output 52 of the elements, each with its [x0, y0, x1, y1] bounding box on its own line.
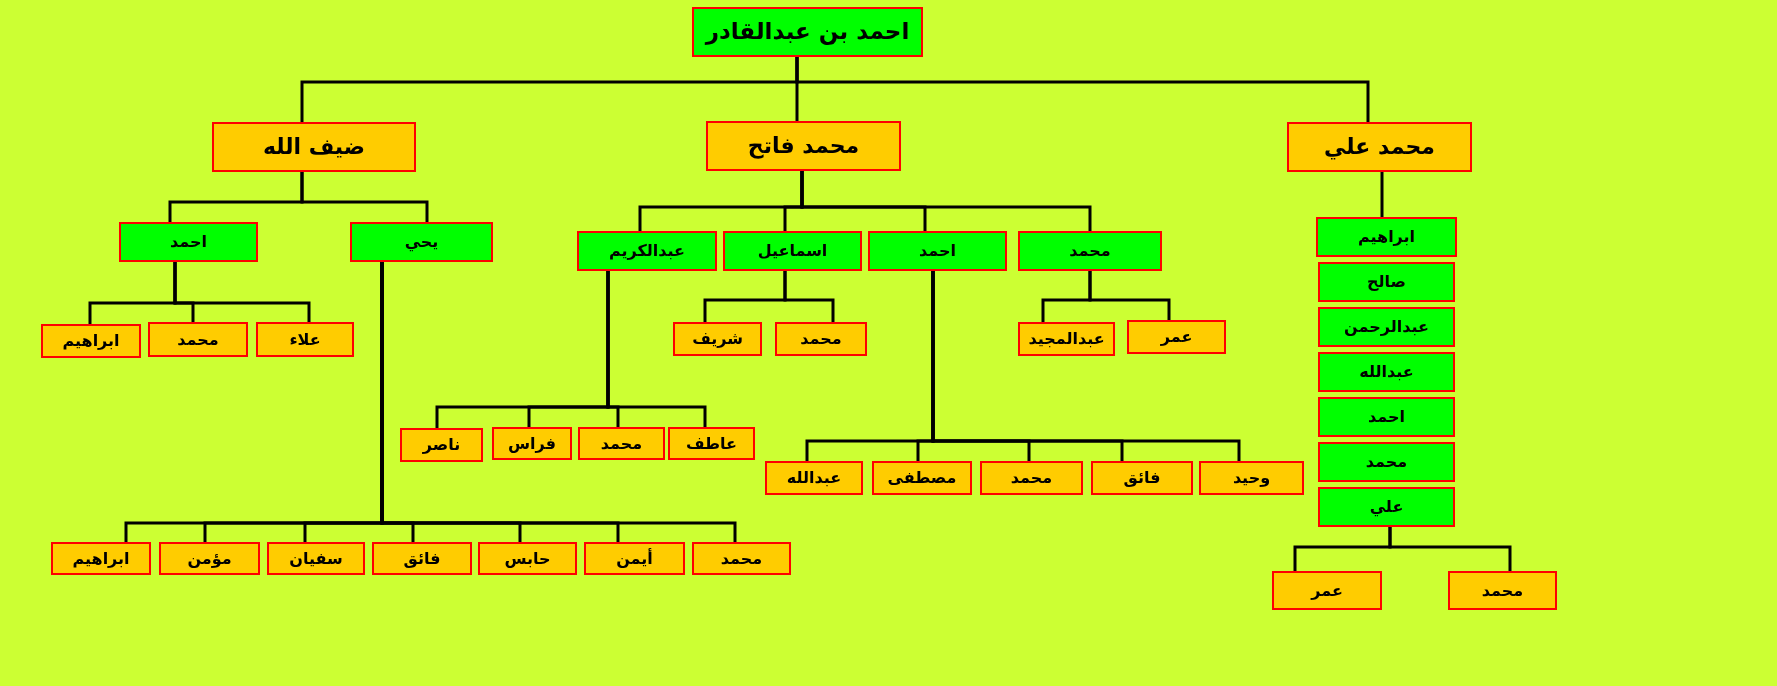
name-box: محمد فاتح	[706, 121, 901, 171]
name-box: فائق	[1091, 461, 1193, 495]
name-box: محمد	[1018, 231, 1162, 271]
name-box: عبدالله	[1318, 352, 1455, 392]
name-box: عاطف	[668, 427, 755, 460]
name-box: ضيف الله	[212, 122, 416, 172]
name-box: محمد	[148, 322, 248, 357]
name-box: محمد	[775, 322, 867, 356]
name-box: عبدالكريم	[577, 231, 717, 271]
name-box: يحي	[350, 222, 493, 262]
connector-line	[805, 271, 935, 461]
name-box: احمد	[1318, 397, 1455, 437]
name-box: علي	[1318, 487, 1455, 527]
name-box: مؤمن	[159, 542, 260, 575]
name-box: سفيان	[267, 542, 365, 575]
connector-line	[1293, 527, 1392, 571]
name-box: محمد	[578, 427, 665, 460]
name-box: علاء	[256, 322, 354, 357]
name-box: محمد	[692, 542, 791, 575]
name-box: ابراهيم	[41, 324, 141, 358]
name-box: عمر	[1272, 571, 1382, 610]
name-box: عمر	[1127, 320, 1226, 354]
name-box: محمد	[1318, 442, 1455, 482]
name-box: وحيد	[1199, 461, 1304, 495]
name-box: عبدالله	[765, 461, 863, 495]
name-box: احمد	[868, 231, 1007, 271]
name-box: احمد بن عبدالقادر	[692, 7, 923, 57]
name-box: فراس	[492, 427, 572, 460]
name-box: أيمن	[584, 542, 685, 575]
name-box: احمد	[119, 222, 258, 262]
name-box: مصطفى	[872, 461, 972, 495]
name-box: محمد	[980, 461, 1083, 495]
connector-line	[88, 262, 177, 324]
connector-line	[168, 172, 304, 222]
name-box: ابراهيم	[51, 542, 151, 575]
name-box: محمد علي	[1287, 122, 1472, 172]
connector-line	[703, 271, 787, 322]
name-box: اسماعيل	[723, 231, 862, 271]
name-box: حابس	[478, 542, 577, 575]
name-box: ابراهيم	[1316, 217, 1457, 257]
name-box: عبدالرحمن	[1318, 307, 1455, 347]
connector-line	[1041, 271, 1092, 322]
name-box: محمد	[1448, 571, 1557, 610]
connector-line	[435, 271, 610, 428]
connector-line	[638, 171, 804, 231]
name-box: شريف	[673, 322, 762, 356]
name-box: صالح	[1318, 262, 1455, 302]
name-box: عبدالمجيد	[1018, 322, 1115, 356]
connector-line	[300, 57, 799, 122]
connector-line	[1380, 172, 1384, 217]
name-box: ناصر	[400, 428, 483, 462]
name-box: فائق	[372, 542, 472, 575]
